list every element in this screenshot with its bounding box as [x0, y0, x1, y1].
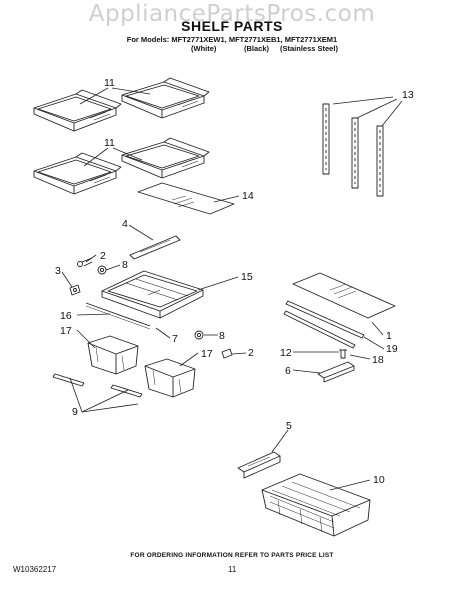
callout-19: 19 [386, 343, 398, 355]
document-code: W10362217 [13, 565, 57, 574]
shelf-frame-11-mid-left [33, 152, 122, 195]
callout-16: 16 [60, 310, 72, 322]
callout-15: 15 [241, 271, 253, 283]
callout-11-top: 11 [104, 77, 115, 89]
callout-4: 4 [122, 218, 128, 230]
screw-2-lower [221, 348, 233, 359]
page-title: SHELF PARTS [181, 18, 283, 34]
trim-18 [283, 310, 356, 349]
callout-12: 12 [280, 347, 292, 359]
trim-19 [285, 300, 365, 339]
ordering-info: FOR ORDERING INFORMATION REFER TO PARTS … [130, 552, 334, 559]
callout-2-upper: 2 [100, 250, 106, 262]
slide-9-left [52, 373, 85, 387]
callout-13: 13 [402, 89, 414, 101]
variant-black: (Black) [244, 44, 270, 53]
crisper-drawer-17-right [144, 358, 196, 398]
bracket-3 [69, 284, 81, 296]
bracket-6 [317, 361, 355, 383]
slide-9-right [110, 384, 143, 398]
freezer-basket-10 [261, 473, 371, 537]
roller-8-upper [97, 265, 107, 275]
callout-17-right: 17 [201, 348, 213, 360]
crisper-drawer-17-left [87, 335, 139, 375]
callout-1: 1 [386, 330, 392, 342]
callout-9: 9 [72, 406, 78, 418]
rail-4 [129, 235, 181, 260]
callout-14: 14 [242, 190, 254, 202]
shelf-frame-11-top-left [33, 89, 122, 132]
callout-5: 5 [286, 420, 292, 432]
screw-12 [339, 349, 347, 359]
callout-11-mid: 11 [104, 137, 115, 149]
roller-8-lower [194, 330, 204, 340]
callout-7: 7 [172, 333, 178, 345]
shelf-frame-11-top-right [121, 77, 210, 119]
callout-10: 10 [373, 474, 385, 486]
glass-shelf-1 [292, 272, 396, 319]
track-5 [237, 451, 281, 479]
glass-shelf-14 [137, 182, 235, 215]
leader-lines [61, 87, 403, 491]
crisper-frame-15 [101, 270, 204, 319]
page-number: 11 [228, 565, 237, 574]
callout-2-lower: 2 [248, 347, 254, 359]
callout-8-upper: 8 [122, 259, 128, 271]
callout-6: 6 [285, 365, 291, 377]
variant-stainless: (Stainless Steel) [280, 44, 338, 53]
callout-17-left: 17 [60, 325, 72, 337]
models-line: For Models: MFT2771XEW1, MFT2771XEB1, MF… [126, 35, 338, 44]
shelf-frame-11-mid-right [121, 137, 210, 179]
callout-3: 3 [55, 265, 61, 277]
shelf-ladders-13 [322, 103, 384, 197]
callout-18: 18 [372, 354, 384, 366]
watermark: AppliancePartsPros.com [88, 1, 376, 27]
callout-8-lower: 8 [219, 330, 225, 342]
variant-white: (White) [191, 44, 217, 53]
rod-16 [85, 302, 151, 330]
callout-labels: 11 13 11 14 4 2 3 8 15 16 17 7 8 17 2 9 … [55, 77, 414, 486]
